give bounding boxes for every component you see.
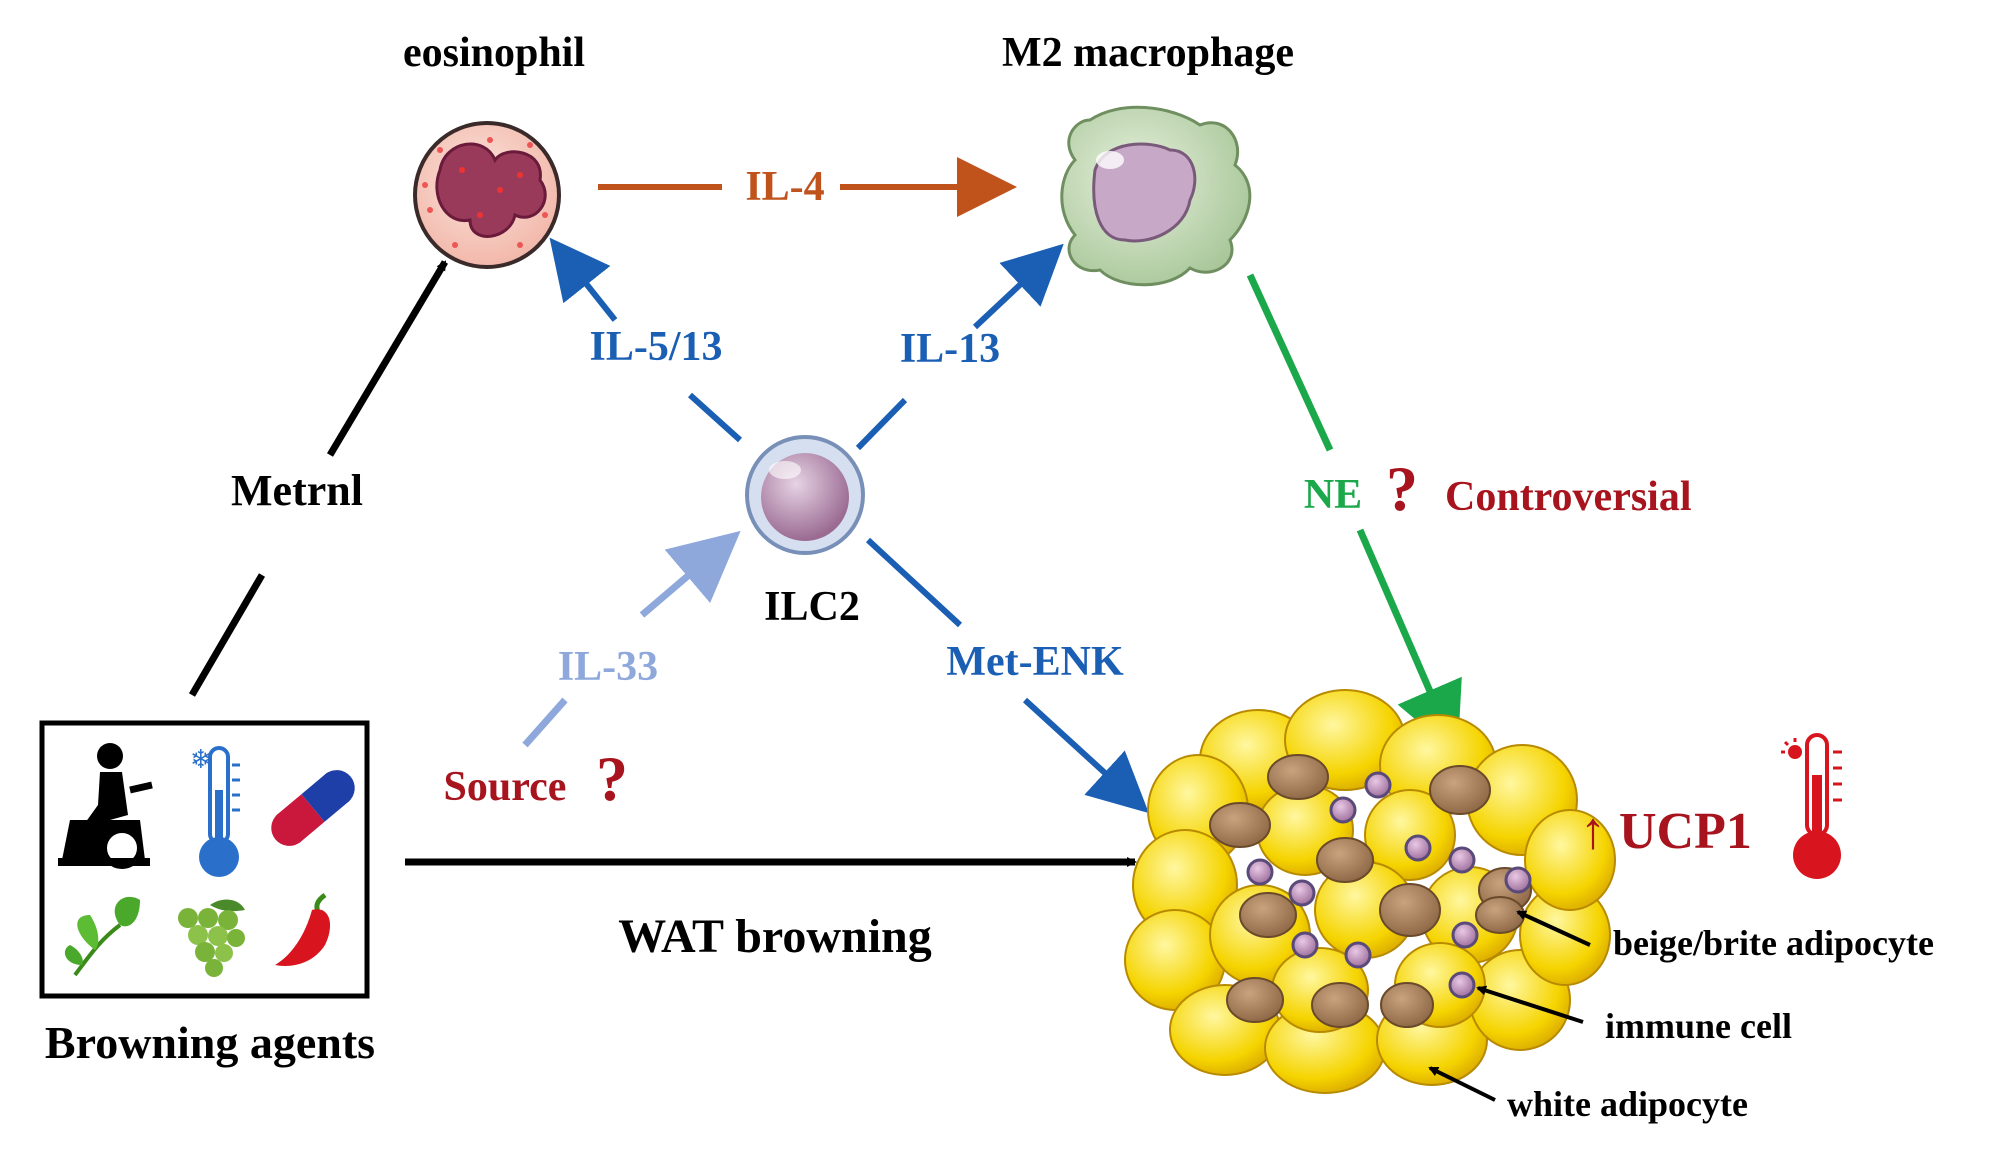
il33-label: IL-33 <box>558 644 658 690</box>
white-pointer <box>1428 1066 1496 1102</box>
ilc2-cell <box>745 435 865 555</box>
beige-pointer <box>1516 910 1591 947</box>
browning-agents-label: Browning agents <box>45 1017 375 1068</box>
eosinophil-label: eosinophil <box>403 30 585 76</box>
white-adipocyte-group <box>1124 689 1616 1094</box>
il33-arrow <box>522 530 741 748</box>
metrnl-label: Metrnl <box>231 466 363 515</box>
beige-adipocyte-label: beige/brite adipocyte <box>1613 923 1934 963</box>
grapes-icon <box>178 899 245 977</box>
metenk-arrow <box>865 537 1149 814</box>
cold-thermometer-icon: ❄ <box>190 745 240 877</box>
white-adipocyte-label: white adipocyte <box>1507 1084 1748 1124</box>
ilc2-label: ILC2 <box>764 584 860 630</box>
exercise-bike-icon <box>58 743 153 869</box>
metenk-label: Met-ENK <box>946 639 1124 685</box>
source-question-mark: ? <box>596 743 628 814</box>
hot-thermometer-icon <box>1781 733 1842 879</box>
macrophage-label: M2 macrophage <box>1002 30 1294 76</box>
immune-pointer <box>1476 985 1584 1024</box>
il4-label: IL-4 <box>745 164 824 210</box>
source-label: Source <box>444 764 567 810</box>
immune-cell-group <box>1246 771 1532 999</box>
ne-label: NE <box>1304 472 1362 518</box>
ne-question-mark: ? <box>1386 453 1418 524</box>
svg-text:❄: ❄ <box>190 745 212 775</box>
immune-cell-label: immune cell <box>1605 1006 1792 1046</box>
adipose-tissue-cluster <box>1124 689 1616 1094</box>
capsule-icon <box>271 770 355 846</box>
metrnl-arrow <box>188 260 449 697</box>
il513-label: IL-5/13 <box>589 324 722 370</box>
wat-browning-label: WAT browning <box>618 910 931 963</box>
il513-arrow <box>549 237 743 443</box>
il13-label: IL-13 <box>900 326 1000 372</box>
eosinophil-cell <box>413 121 561 269</box>
il13-arrow <box>855 243 1064 451</box>
ne-arrow <box>1246 273 1462 755</box>
macrophage-cell <box>1060 105 1252 287</box>
chili-pepper-icon <box>275 892 331 966</box>
controversial-label: Controversial <box>1445 474 1692 520</box>
ucp1-label: ↑ UCP1 <box>1580 803 1752 860</box>
plant-icon <box>64 896 140 977</box>
